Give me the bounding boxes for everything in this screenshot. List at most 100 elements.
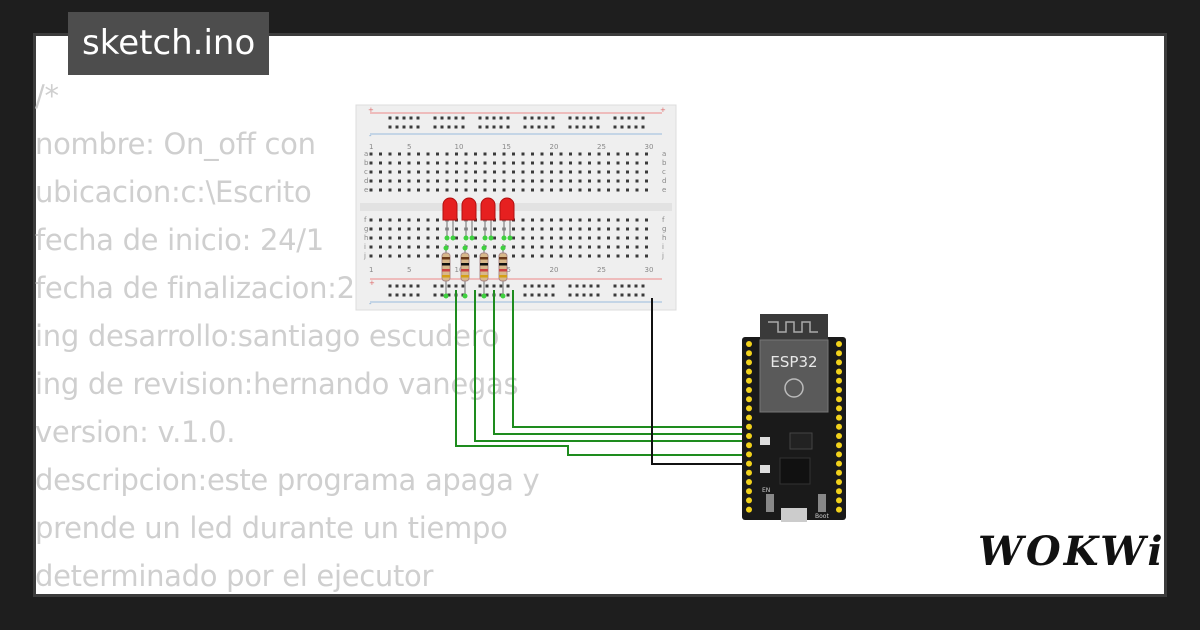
rail-hole <box>596 284 600 288</box>
hole <box>388 152 392 156</box>
hole <box>436 245 439 249</box>
hole <box>616 179 620 183</box>
hole <box>645 161 648 165</box>
hole <box>455 227 458 231</box>
board-pin <box>746 506 752 513</box>
row-letter: i <box>364 243 366 251</box>
row-letter: f <box>662 216 665 224</box>
hole <box>607 161 610 165</box>
column-number: 20 <box>550 143 559 151</box>
hole <box>521 218 525 222</box>
hole <box>417 188 420 192</box>
hole <box>550 218 553 222</box>
column-number: 30 <box>645 266 654 274</box>
column-number: 25 <box>597 143 606 151</box>
hole <box>445 170 449 174</box>
rail-hole <box>641 116 645 120</box>
column-number: 1 <box>369 143 373 151</box>
rail-hole <box>409 125 413 129</box>
hole <box>379 245 382 249</box>
hole <box>407 179 411 183</box>
rail-hole <box>589 284 593 288</box>
rail-hole <box>568 125 572 129</box>
hole <box>607 170 610 174</box>
hole <box>635 218 639 222</box>
svg-text:-: - <box>369 300 372 308</box>
hole <box>559 161 563 165</box>
row-letter: a <box>662 150 666 158</box>
hole <box>616 236 620 240</box>
rail-hole <box>506 284 510 288</box>
board-pin <box>836 405 842 412</box>
hole <box>626 152 629 156</box>
rail-hole <box>499 116 503 120</box>
hole <box>521 170 525 174</box>
hole <box>502 170 506 174</box>
led <box>499 197 515 241</box>
hole <box>493 152 496 156</box>
hole <box>569 227 572 231</box>
hole <box>388 170 392 174</box>
hole <box>417 254 420 258</box>
code-line: ing de revision:hernando vanegas <box>35 367 519 401</box>
resistor <box>460 244 470 299</box>
hole <box>597 179 601 183</box>
rail-hole <box>544 116 548 120</box>
code-line: nombre: On_off con <box>35 127 316 161</box>
boot-button[interactable] <box>818 494 826 512</box>
rail-hole <box>613 284 617 288</box>
rail-hole <box>409 293 413 297</box>
hole <box>588 179 591 183</box>
rail-hole <box>551 125 555 129</box>
hole <box>417 245 420 249</box>
hole <box>559 227 563 231</box>
hole <box>569 245 572 249</box>
rail-hole <box>589 125 593 129</box>
rail-hole <box>568 293 572 297</box>
rail-hole <box>544 125 548 129</box>
rail-hole <box>575 125 579 129</box>
hole <box>426 188 430 192</box>
hole <box>616 218 620 222</box>
board-pin <box>746 350 752 357</box>
board-pin <box>746 341 752 347</box>
board-pin <box>836 377 842 384</box>
row-letter: c <box>662 168 666 176</box>
rail-hole <box>575 116 579 120</box>
hole <box>445 161 449 165</box>
hole <box>493 236 496 240</box>
hole <box>540 179 544 183</box>
hole <box>626 236 629 240</box>
breadboard: + + - + - 115510101515202025253030aabbcc… <box>355 104 677 311</box>
rail-hole <box>433 284 437 288</box>
hole <box>512 179 515 183</box>
hole <box>569 161 572 165</box>
hole <box>369 188 373 192</box>
board-pin <box>746 497 752 504</box>
hole <box>540 227 544 231</box>
hole <box>417 236 420 240</box>
hole <box>407 218 411 222</box>
rail-hole <box>544 284 548 288</box>
hole <box>379 254 382 258</box>
hole <box>369 170 373 174</box>
hole <box>521 236 525 240</box>
code-line: /* <box>35 79 59 113</box>
hole <box>616 245 620 249</box>
hole <box>369 254 373 258</box>
rail-hole <box>485 293 489 297</box>
hole <box>474 161 477 165</box>
en-button[interactable] <box>766 494 774 512</box>
hole <box>483 188 487 192</box>
rail-hole <box>582 125 586 129</box>
column-number: 30 <box>645 143 654 151</box>
hole <box>502 179 506 183</box>
board-pin <box>746 488 752 495</box>
hole <box>569 188 572 192</box>
hole <box>407 236 411 240</box>
hole <box>398 227 401 231</box>
breadboard-labels: + + - + - 115510101515202025253030aabbcc… <box>363 106 667 308</box>
rail-hole <box>454 125 458 129</box>
rail-hole <box>402 284 406 288</box>
row-letter: g <box>364 225 368 233</box>
